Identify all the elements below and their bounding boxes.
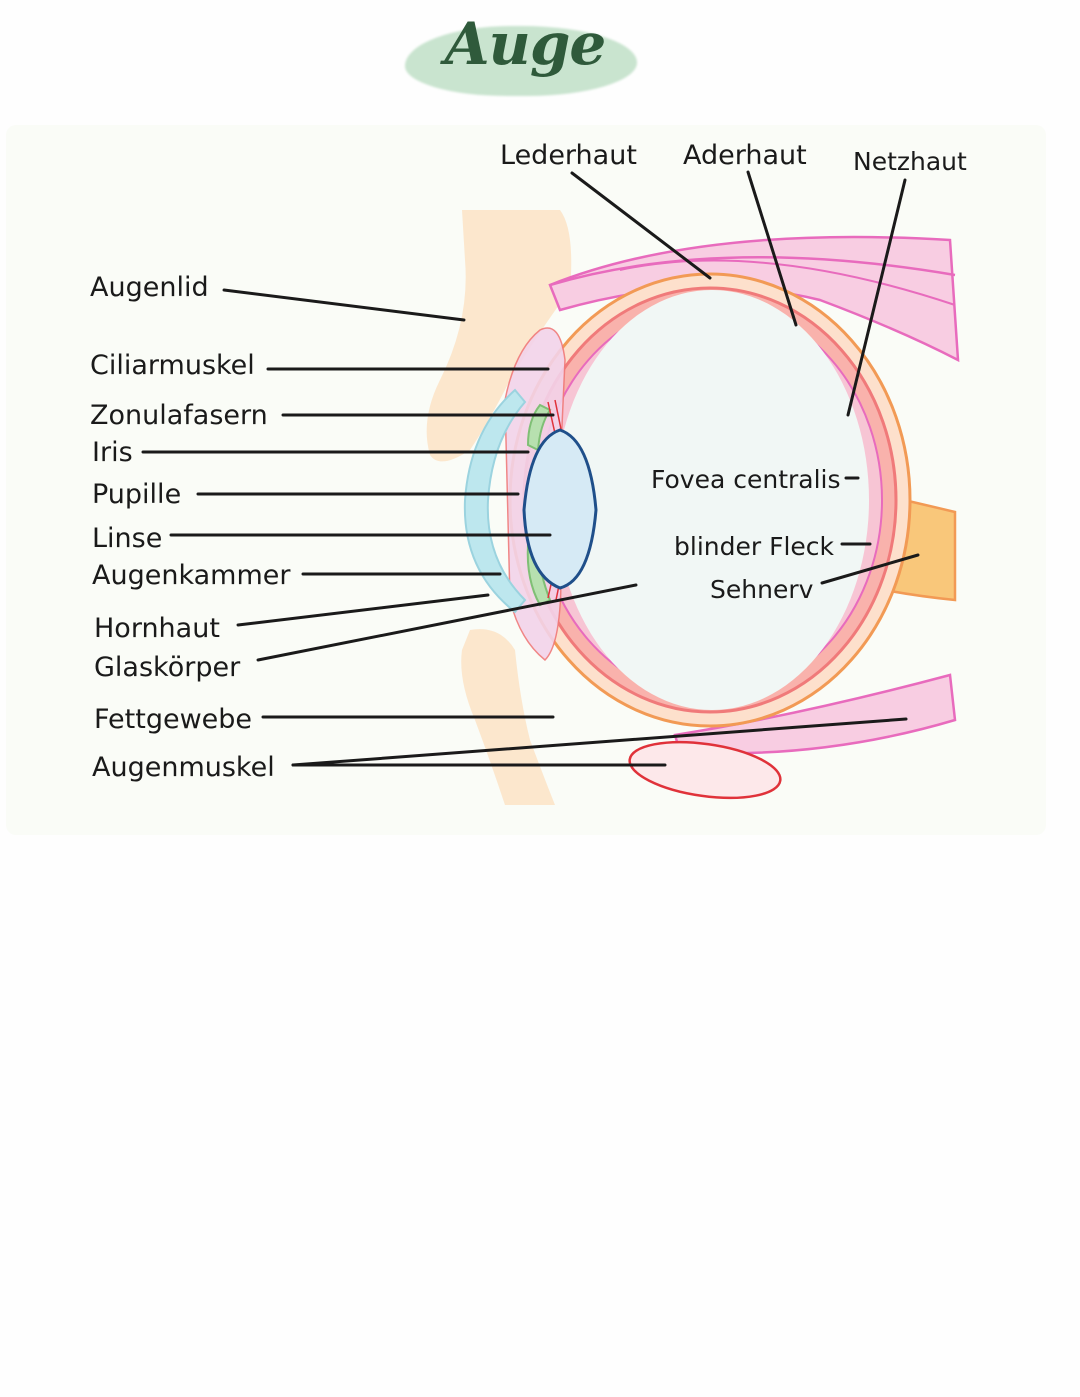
leader-sehnerv [820,553,920,585]
label-fettgewebe: Fettgewebe [94,704,252,735]
title-area: Auge [405,8,645,108]
label-linse: Linse [92,523,162,554]
leader-augenmuskel-top [291,717,908,767]
label-glaskoerper: Glaskörper [94,652,241,683]
label-lederhaut: Lederhaut [500,140,637,171]
label-iris: Iris [92,437,133,468]
cornea [463,388,527,614]
label-hornhaut: Hornhaut [94,613,220,644]
leader-hornhaut [236,593,490,627]
label-ciliarmuskel: Ciliarmuskel [90,350,255,381]
leader-aderhaut [746,170,798,327]
page-title: Auge [444,10,607,78]
diagram-panel: Lederhaut Aderhaut Netzhaut Augenlid Cil… [6,125,1046,835]
vitreous-body [555,290,869,710]
leader-glaskoerper [256,583,638,662]
label-netzhaut: Netzhaut [853,147,967,176]
label-zonulafasern: Zonulafasern [90,400,268,431]
label-pupille: Pupille [92,479,181,510]
label-aderhaut: Aderhaut [683,140,807,171]
upper-eyelid [426,210,572,462]
title-highlight-blob [405,26,637,96]
leader-lederhaut [570,171,712,280]
label-augenmuskel: Augenmuskel [92,752,275,783]
label-sehnerv: Sehnerv [710,575,814,604]
leader-augenlid [222,288,466,322]
label-fovea-centralis: Fovea centralis [651,465,841,494]
eye-diagram: Lederhaut Aderhaut Netzhaut Augenlid Cil… [90,140,967,805]
lower-eye-muscle-red [628,740,782,800]
upper-muscle-line-2 [619,259,956,306]
leader-netzhaut [846,178,907,417]
lens [522,428,598,590]
upper-muscle-line [549,255,956,287]
label-augenlid: Augenlid [90,272,209,303]
label-augenkammer: Augenkammer [92,560,291,591]
label-blinder-fleck: blinder Fleck [674,532,835,561]
